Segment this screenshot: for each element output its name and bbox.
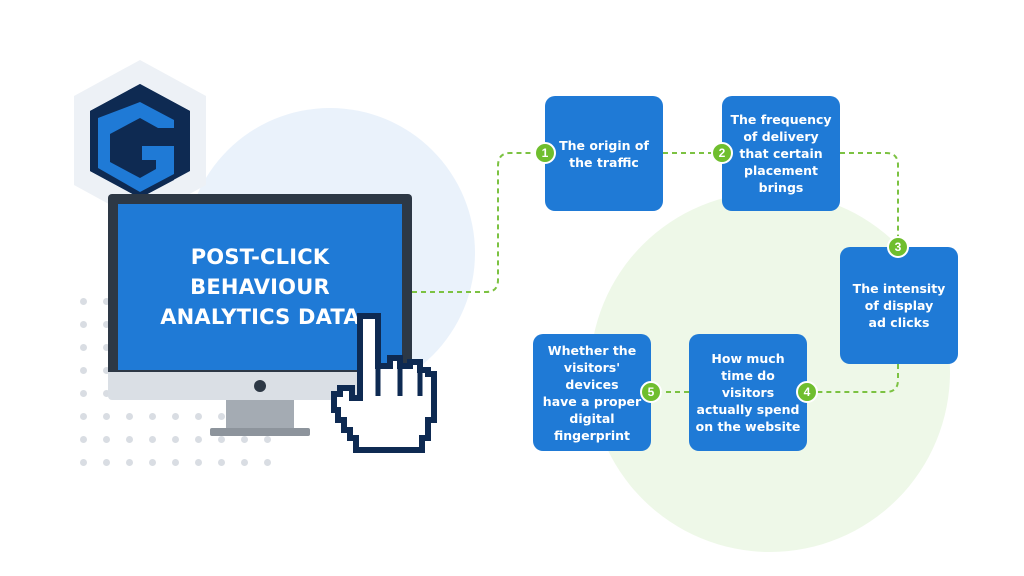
decor-dot <box>126 459 133 466</box>
decor-dot <box>218 436 225 443</box>
cursor-hand-icon <box>331 313 437 453</box>
decor-dot <box>103 459 110 466</box>
decor-dot <box>149 459 156 466</box>
decor-dot <box>241 459 248 466</box>
decor-dot <box>103 298 110 305</box>
decor-dot <box>172 413 179 420</box>
decor-dot <box>218 413 225 420</box>
monitor-power-button <box>254 380 266 392</box>
step-box-3: The intensity of display ad clicks <box>840 247 958 364</box>
step-box-1: The origin of the traffic <box>545 96 663 211</box>
step-box-4: How much time do visitors actually spend… <box>689 334 807 451</box>
decor-dot <box>264 459 271 466</box>
decor-dot <box>103 344 110 351</box>
step-badge-4: 4 <box>796 381 818 403</box>
decor-dot <box>218 459 225 466</box>
decor-dot <box>195 413 202 420</box>
decor-dot <box>80 390 87 397</box>
decor-dot <box>172 459 179 466</box>
decor-dot <box>126 413 133 420</box>
decor-dot <box>149 413 156 420</box>
monitor-stand <box>226 400 294 430</box>
decor-dot <box>80 459 87 466</box>
logo-icon <box>74 60 206 221</box>
decor-dot <box>195 459 202 466</box>
decor-dot <box>103 413 110 420</box>
connector-2-to-3 <box>840 152 899 247</box>
decor-dot <box>80 413 87 420</box>
decor-dot <box>149 436 156 443</box>
decor-dot <box>103 390 110 397</box>
monitor-screen: POST-CLICK BEHAVIOUR ANALYTICS DATA <box>118 204 402 370</box>
decor-dot <box>80 321 87 328</box>
monitor-base <box>210 428 310 436</box>
step-box-5: Whether the visitors' devices have a pro… <box>533 334 651 451</box>
step-box-2: The frequency of delivery that certain p… <box>722 96 840 211</box>
decor-dot <box>103 321 110 328</box>
step-badge-1: 1 <box>534 142 556 164</box>
screen-title: POST-CLICK BEHAVIOUR ANALYTICS DATA <box>160 245 360 329</box>
decor-dot <box>241 436 248 443</box>
connector-screen-to-1 <box>412 152 545 293</box>
connector-3-to-4 <box>807 364 899 393</box>
step-badge-5: 5 <box>640 381 662 403</box>
decor-dot <box>80 298 87 305</box>
decor-dot <box>172 436 179 443</box>
decor-dot <box>103 367 110 374</box>
decor-dot <box>195 436 202 443</box>
decor-dot <box>80 367 87 374</box>
step-badge-3: 3 <box>887 236 909 258</box>
decor-dot <box>126 436 133 443</box>
decor-dot <box>264 436 271 443</box>
decor-dot <box>80 436 87 443</box>
step-badge-2: 2 <box>711 142 733 164</box>
decor-dot <box>103 436 110 443</box>
decor-dot <box>80 344 87 351</box>
